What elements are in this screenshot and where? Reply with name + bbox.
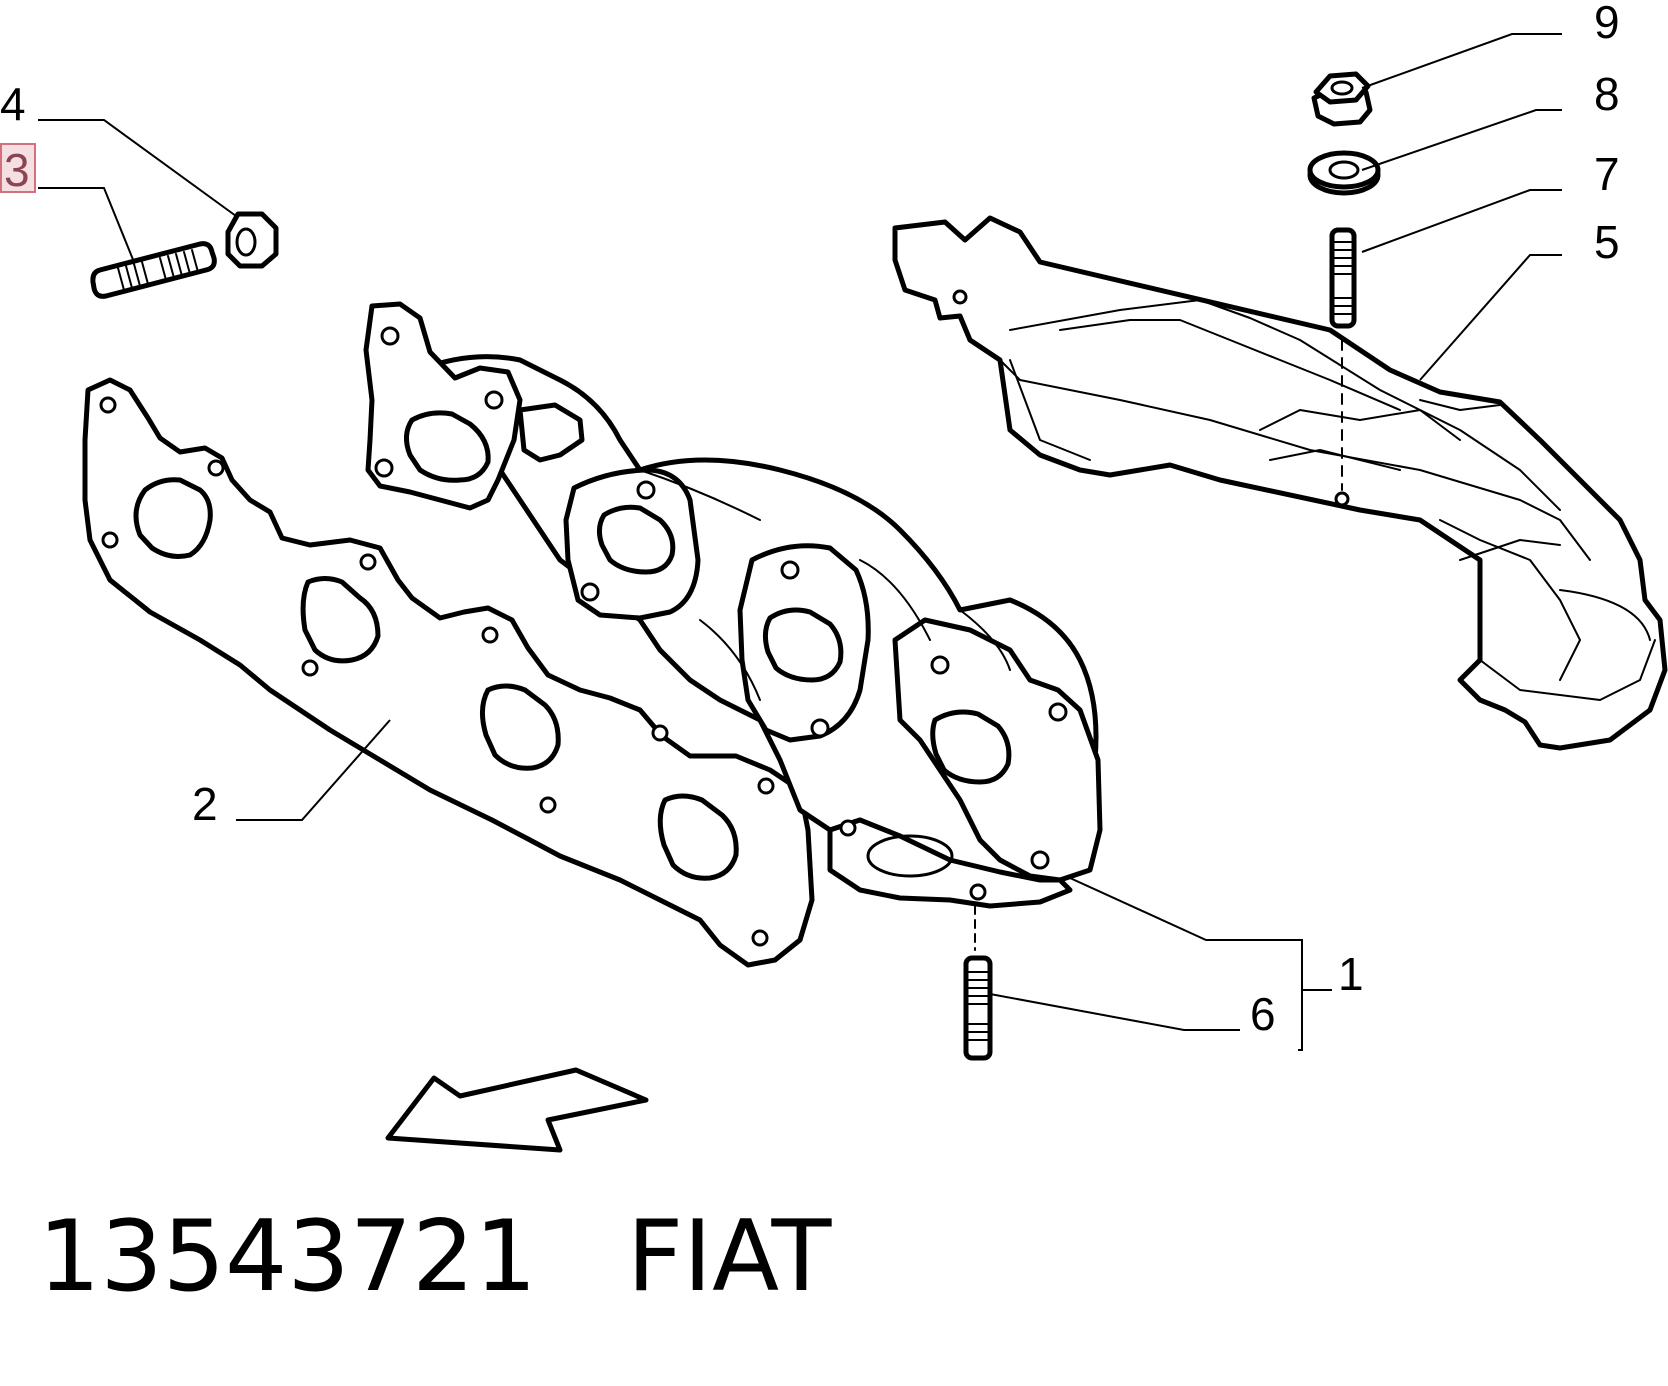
callout-1[interactable]: 1 [1338,948,1364,1000]
stud-3-part [90,241,217,299]
stud-6-part [963,905,993,1061]
callout-6[interactable]: 6 [1250,988,1276,1040]
callout-7[interactable]: 7 [1594,148,1620,200]
part-number: 13543721 [38,1200,537,1314]
washer-8-part [1307,150,1381,196]
direction-arrow-icon [385,1067,649,1153]
callout-2[interactable]: 2 [192,778,218,830]
callout-3[interactable]: 3 [4,144,30,196]
brand-name: FIAT [626,1200,832,1314]
callout-5[interactable]: 5 [1594,216,1620,268]
callout-3-highlight [0,143,36,193]
callout-labels: 9 8 7 5 4 3 2 1 6 [0,0,1620,1040]
stud-7-part [1329,227,1357,329]
nut-4-part [225,211,279,269]
manifold-part [363,301,1103,909]
nut-9-part [1311,71,1373,127]
leader-lines [38,33,1562,1051]
callout-9[interactable]: 9 [1594,0,1620,48]
heat-shield-part [892,215,1668,751]
callout-8[interactable]: 8 [1594,68,1620,120]
gasket-part [82,377,815,968]
callout-4[interactable]: 4 [0,78,26,130]
